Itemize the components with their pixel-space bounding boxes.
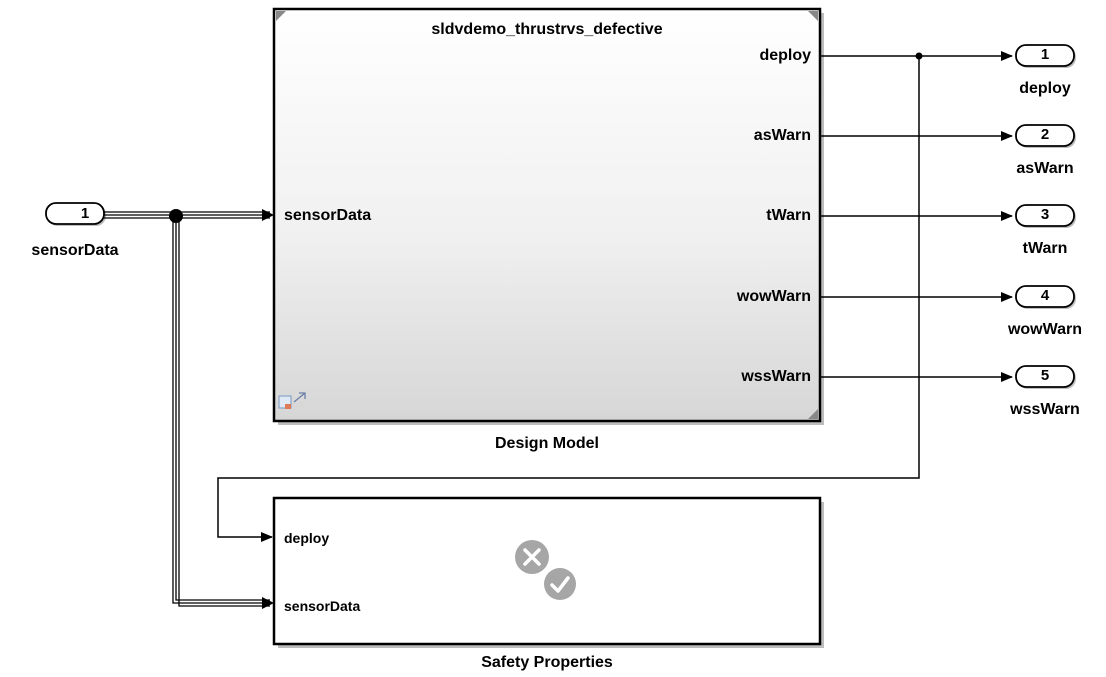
design-model-output-label-aswarn: asWarn (753, 127, 811, 144)
safety-properties-block[interactable] (272, 496, 824, 648)
outport-number: 2 (1040, 126, 1050, 143)
outport-name: tWarn (1022, 240, 1068, 257)
branch-point (915, 52, 923, 60)
outport-1[interactable] (1015, 44, 1076, 68)
design-model-output-label-wsswarn: wssWarn (741, 368, 811, 385)
design-model-title: sldvdemo_thrustrvs_defective (431, 21, 663, 38)
design-model-block[interactable] (272, 7, 824, 425)
corner-mark-icon (808, 11, 818, 21)
signal-line-deploy-feedback[interactable] (217, 56, 920, 542)
verification-status-icon (515, 540, 579, 603)
branch-point (169, 209, 183, 223)
outport-4[interactable] (1015, 285, 1076, 309)
outport-number: 1 (1040, 46, 1050, 63)
outport-number: 3 (1040, 206, 1050, 223)
design-model-output-label-twarn: tWarn (766, 207, 811, 224)
outport-5[interactable] (1015, 365, 1076, 389)
outport-number: 5 (1040, 367, 1050, 384)
design-model-output-label-deploy: deploy (759, 47, 811, 64)
arrow-icon (262, 597, 274, 609)
outport-name: wowWarn (1007, 321, 1083, 338)
model-reference-icon (278, 392, 306, 409)
outport-number: 4 (1040, 287, 1050, 304)
corner-mark-icon (808, 409, 818, 419)
arrow-icon (262, 209, 274, 221)
design-model-output-label-wowwarn: wowWarn (736, 288, 811, 305)
design-model-input-port-label: sensorData (284, 207, 372, 224)
safety-input-label-deploy: deploy (284, 530, 330, 546)
bus-signal-sensordata[interactable] (104, 211, 270, 607)
design-model-caption: Design Model (494, 435, 600, 452)
inport-1[interactable] (45, 202, 106, 226)
outport-name: deploy (1019, 80, 1071, 97)
safety-properties-caption: Safety Properties (481, 654, 613, 671)
outport-2[interactable] (1015, 124, 1076, 148)
inport-name: sensorData (31, 242, 119, 259)
inport-number: 1 (80, 205, 90, 222)
corner-mark-icon (276, 11, 286, 21)
outport-3[interactable] (1015, 204, 1076, 228)
safety-input-label-sensordata: sensorData (284, 598, 361, 614)
outport-name: wssWarn (1010, 401, 1080, 418)
outport-name: asWarn (1016, 160, 1074, 177)
